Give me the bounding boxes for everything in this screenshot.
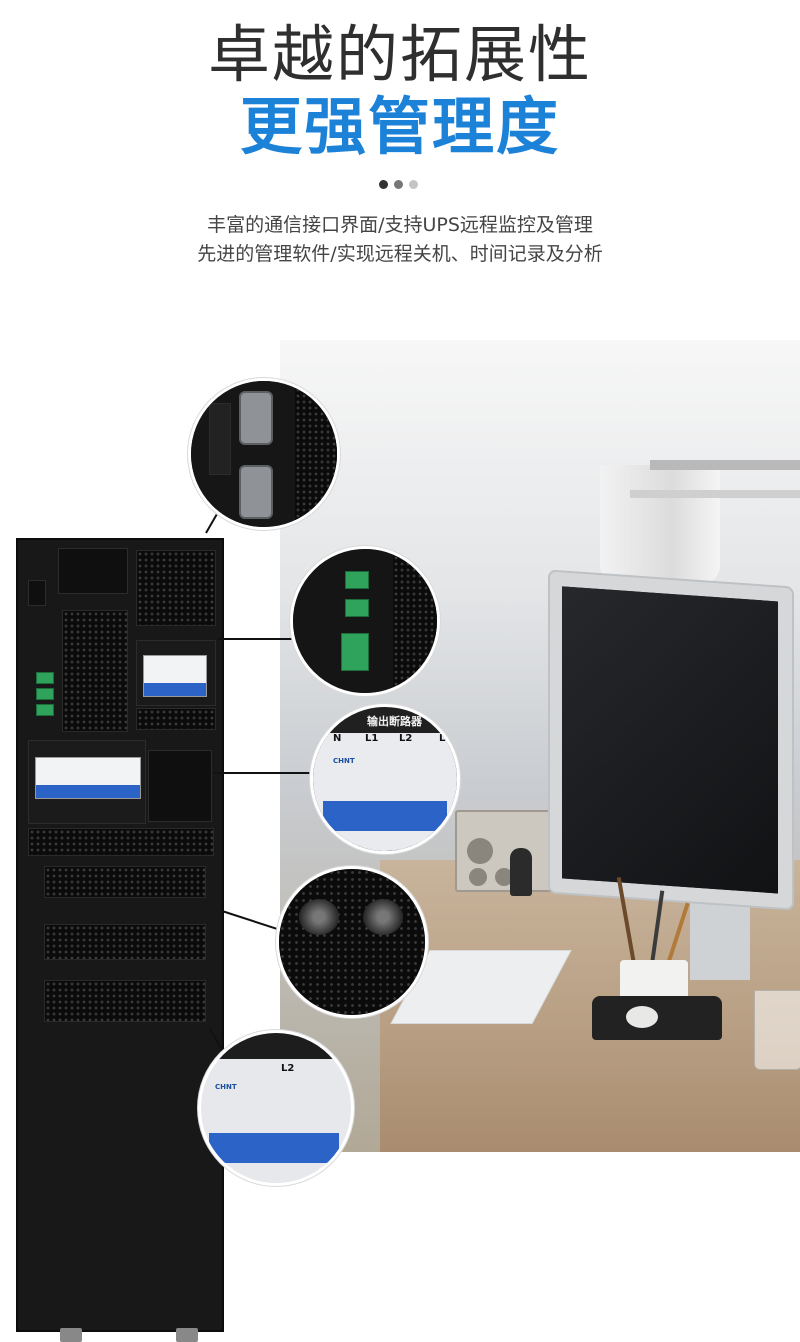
zoom-input-breaker: L2 CHNT [198, 1030, 354, 1186]
output-breaker-switch [144, 683, 206, 696]
carousel-dot[interactable] [394, 180, 403, 189]
desk-lamp-image [510, 848, 532, 896]
phase-label-l: L [439, 733, 446, 744]
breaker-face [313, 733, 457, 851]
ups-terminal [36, 704, 54, 716]
subtitle-line1: 丰富的通信接口界面/支持UPS远程监控及管理 [207, 214, 593, 236]
callout-line [214, 772, 310, 774]
speaker-knob [495, 868, 513, 886]
input-breaker [35, 757, 141, 799]
speaker-knob [469, 868, 487, 886]
fan-icon [299, 899, 339, 935]
db9-connector-icon [239, 391, 273, 445]
phase-label-n: N [333, 733, 342, 744]
breaker-title: 输出断路器 [367, 715, 422, 728]
breaker-switch-row [209, 1133, 339, 1163]
callout-line [218, 638, 292, 640]
ups-terminal [36, 672, 54, 684]
slot-cover [209, 403, 231, 475]
ups-db9-port [28, 580, 46, 606]
phase-label-l2-input: L2 [281, 1063, 295, 1074]
speaker-knob [467, 838, 493, 864]
zoom-vent [295, 381, 337, 527]
terminal-green-large [341, 633, 369, 671]
product-scene: 输出断路器 N L1 L2 L CHNT L2 CHNT [0, 300, 800, 1342]
monitor-image [548, 569, 794, 911]
terminal-green [345, 571, 369, 589]
ups-vent-mid [136, 708, 216, 730]
ups-cabinet [16, 538, 224, 1332]
brand-logo: CHNT [333, 757, 355, 765]
ups-input-breaker-panel [28, 740, 146, 824]
breaker-top-bar [201, 1033, 351, 1059]
ups-port-panel [58, 548, 128, 594]
carousel-dots [379, 180, 423, 190]
ups-comm-slot [62, 610, 128, 732]
ups-vent-row [28, 828, 214, 856]
subtitle-line2: 先进的管理软件/实现远程关机、时间记录及分析 [197, 243, 603, 265]
monitor-screen [562, 586, 778, 894]
brand-logo: CHNT [215, 1083, 237, 1091]
ups-terminal-block [44, 866, 206, 898]
zoom-vent [393, 549, 437, 693]
input-breaker-switch [36, 785, 140, 798]
db9-connector-icon [239, 465, 273, 519]
phase-label-l1: L1 [365, 733, 379, 744]
drinking-glass [754, 990, 800, 1070]
page-title-line1: 卓越的拓展性 [207, 18, 592, 91]
fan-icon [363, 899, 403, 935]
phase-label-l2: L2 [399, 733, 413, 744]
window-frame [650, 460, 800, 470]
callout-line [221, 910, 282, 932]
page-title-line2: 更强管理度 [239, 90, 560, 163]
zoom-dry-contacts [290, 546, 440, 696]
ups-output-breaker-panel [136, 640, 216, 706]
ups-terminal [36, 688, 54, 700]
zoom-cooling-fans [276, 866, 428, 1018]
terminal-green [345, 599, 369, 617]
curtain-image [600, 465, 720, 585]
carousel-dot-active[interactable] [379, 180, 388, 189]
ups-foot [176, 1328, 198, 1342]
breaker-switch-row [323, 801, 447, 831]
output-breaker [143, 655, 207, 697]
ups-vent-lower [44, 924, 206, 960]
zoom-output-breaker: 输出断路器 N L1 L2 L CHNT [310, 704, 460, 854]
zoom-serial-ports [188, 378, 340, 530]
tape-roll [626, 1006, 658, 1028]
window-frame-lower [630, 490, 800, 498]
fan-grille [279, 869, 425, 1015]
header: 卓越的拓展性 更强管理度 丰富的通信接口界面/支持UPS远程监控及管理 先进的管… [0, 0, 800, 300]
ups-foot [60, 1328, 82, 1342]
ups-vent-top [136, 550, 216, 626]
speaker-image [455, 810, 559, 892]
ups-vent-bottom [44, 980, 206, 1022]
carousel-dot[interactable] [409, 180, 418, 189]
ups-warning-label [148, 750, 212, 822]
